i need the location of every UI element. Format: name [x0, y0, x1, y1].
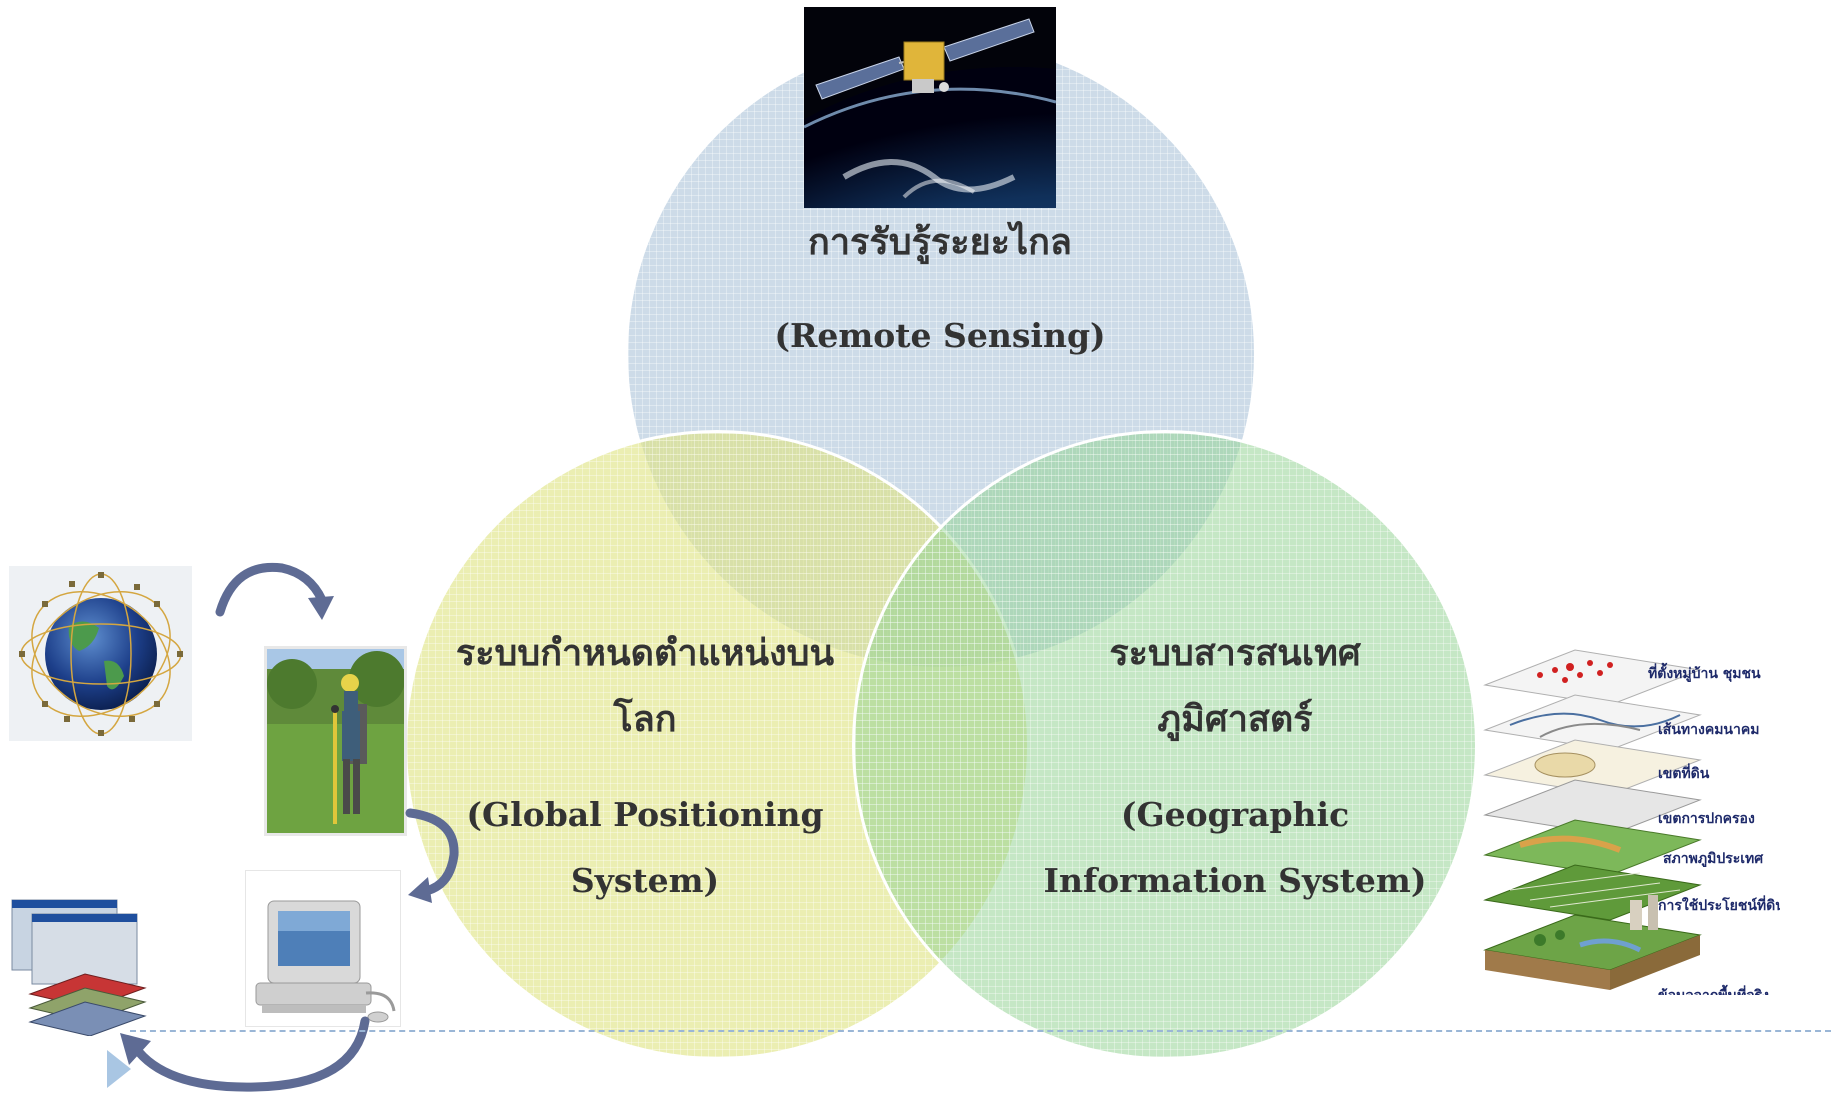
gis-layer-label: การใช้ประโยชน์ที่ดิน [1658, 898, 1780, 914]
curved-arrow-icon [105, 1015, 375, 1093]
remote-sensing-thai-label: การรับรู้ระยะไกล [808, 221, 1072, 263]
gis-layer-label: ที่ตั้งหมู่บ้าน ชุมชน [1648, 666, 1761, 682]
bottom-dashed-divider [130, 1030, 1831, 1032]
gis-layers-stack: ที่ตั้งหมู่บ้าน ชุมชน เส้นทางคมนาคม เขตท… [1480, 645, 1780, 995]
gis-layer-label: เขตที่ดิน [1658, 766, 1710, 782]
gis-layer-label: สภาพภูมิประเทศ [1663, 851, 1764, 867]
play-triangle-icon[interactable] [107, 1050, 131, 1088]
gps-english-label-line2: System) [570, 861, 720, 900]
gis-software-screens [10, 896, 150, 1036]
gis-english-label-line2: Information System) [1043, 861, 1427, 900]
remote-sensing-english-label: (Remote Sensing) [774, 316, 1106, 355]
gps-english-label-line1: (Global Positioning [466, 795, 824, 834]
gps-thai-label-line1: ระบบกำหนดตำแหน่งบน [455, 632, 835, 674]
gis-thai-label-line2: ภูมิศาสตร์ [1157, 698, 1313, 740]
gis-layer-label: ข้อมูลจากพื้นที่จริง [1658, 985, 1769, 995]
gps-constellation-globe [9, 566, 192, 741]
gis-thai-label-line1: ระบบสารสนเทศ [1109, 632, 1361, 674]
gis-circle [852, 430, 1478, 1060]
gps-thai-label-line2: โลก [613, 698, 677, 740]
curved-arrow-icon [405, 805, 466, 905]
gis-english-label-line1: (Geographic [1120, 795, 1350, 834]
desktop-computer [245, 870, 401, 1027]
gis-layer-label: เขตการปกครอง [1658, 811, 1755, 827]
satellite-earth-image [804, 7, 1056, 208]
gis-layer-label: เส้นทางคมนาคม [1658, 722, 1760, 738]
curved-arrow-icon [210, 560, 340, 620]
gps-field-surveyor [264, 646, 407, 836]
